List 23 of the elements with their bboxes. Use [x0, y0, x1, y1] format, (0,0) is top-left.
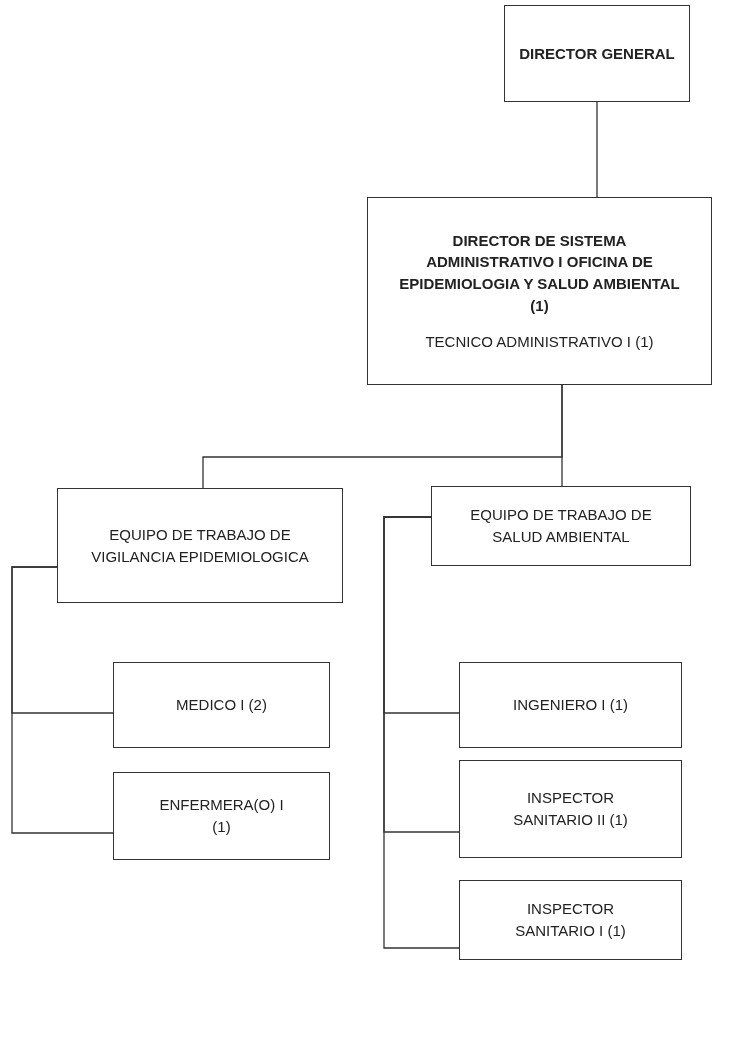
position-title: DIRECTOR DE SISTEMA ADMINISTRATIVO I OFICINA DE EPIDEMIOLOGIA Y SALUD AMBIENTAL (1) — [398, 230, 681, 316]
org-box — [504, 5, 690, 102]
connector-line — [383, 516, 460, 949]
org-box — [459, 880, 682, 960]
org-box — [113, 772, 330, 860]
connector-line — [561, 384, 563, 487]
position-label: MEDICO I (2) — [176, 695, 267, 716]
position-title: DIRECTOR GENERAL — [519, 43, 675, 64]
org-box — [367, 197, 712, 385]
position-label: INGENIERO I (1) — [513, 695, 628, 716]
org-box — [459, 760, 682, 858]
org-box — [57, 488, 343, 603]
connector-line — [11, 566, 114, 834]
position-label: TECNICO ADMINISTRATIVO I (1) — [425, 331, 654, 352]
position-label: INSPECTOR SANITARIO II (1) — [512, 788, 629, 830]
connector-line — [596, 101, 598, 198]
position-label: INSPECTOR SANITARIO I (1) — [514, 899, 627, 941]
org-box — [431, 486, 691, 566]
position-label: ENFERMERA(O) I (1) — [158, 795, 285, 837]
org-box — [459, 662, 682, 748]
org-box — [113, 662, 330, 748]
position-label: EQUIPO DE TRABAJO DE VIGILANCIA EPIDEMIOLOGICA — [90, 524, 310, 567]
position-label: EQUIPO DE TRABAJO DE SALUD AMBIENTAL — [469, 505, 653, 547]
